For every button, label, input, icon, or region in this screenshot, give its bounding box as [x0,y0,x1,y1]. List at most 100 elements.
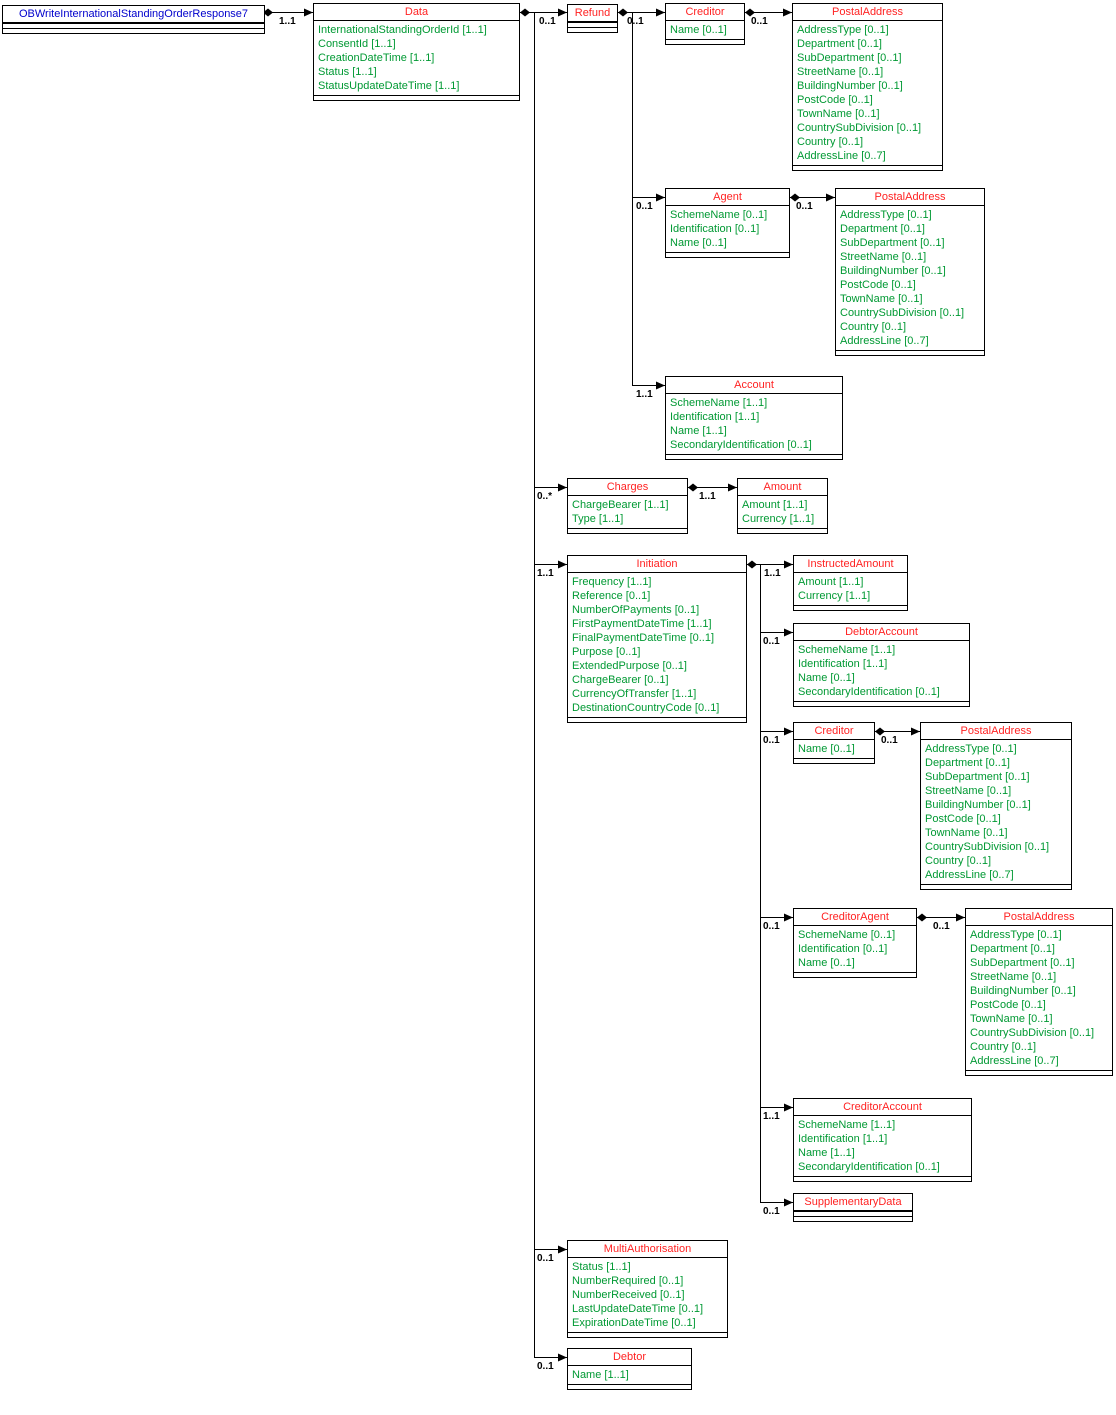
attribute: Frequency [1..1] [572,576,652,588]
attribute: SecondaryIdentification [0..1] [798,1161,940,1173]
class-title: CreditorAccount [794,1099,971,1116]
multiplicity-label: 0..1 [763,636,780,647]
multiplicity-label: 0..1 [933,921,950,932]
class-title: Creditor [666,4,744,21]
attribute: Reference [0..1] [572,590,651,602]
multiplicity-label: 0..1 [796,201,813,212]
empty-compartment [794,701,969,706]
attribute: StreetName [0..1] [797,66,884,78]
empty-compartment [794,605,907,610]
attribute-list: SchemeName [0..1]Identification [0..1]Na… [666,206,789,252]
attribute: Name [0..1] [670,237,727,249]
attribute: FirstPaymentDateTime [1..1] [572,618,712,630]
attribute: AddressType [0..1] [925,743,1017,755]
attribute: Name [0..1] [798,957,855,969]
attribute-list: SchemeName [1..1]Identification [1..1]Na… [794,1116,971,1176]
attribute: AddressLine [0..7] [840,335,929,347]
attribute: BuildingNumber [0..1] [925,799,1031,811]
attribute: NumberReceived [0..1] [572,1289,685,1301]
attribute: Status [1..1] [572,1261,631,1273]
attribute-list: Name [0..1] [794,740,874,758]
attribute: StreetName [0..1] [840,251,927,263]
class-box-creditor: Creditor Name [0..1] [665,3,745,45]
attribute: Country [0..1] [840,321,907,333]
multiplicity-label: 0..1 [763,921,780,932]
attribute: NumberRequired [0..1] [572,1275,684,1287]
attribute-list: AddressType [0..1]Department [0..1]SubDe… [921,740,1071,884]
class-title: SupplementaryData [794,1194,912,1211]
class-title: OBWriteInternationalStandingOrderRespons… [3,6,264,23]
attribute: StreetName [0..1] [925,785,1012,797]
multiplicity-label: 1..1 [764,568,781,579]
attribute: PostCode [0..1] [970,999,1046,1011]
class-box-creditor: Creditor Name [0..1] [793,722,875,764]
attribute: Name [1..1] [572,1369,629,1381]
attribute: Department [0..1] [797,38,882,50]
attribute: Country [0..1] [925,855,992,867]
class-box-debtoraccount: DebtorAccount SchemeName [1..1]Identific… [793,623,970,707]
attribute-list: Status [1..1] NumberRequired [0..1] Number… [568,1258,727,1332]
attribute: Name [1..1] [798,1147,855,1159]
class-box-postaladdress: PostalAddress AddressType [0..1]Departme… [835,188,985,356]
class-box-creditoragent: CreditorAgent SchemeName [0..1]Identific… [793,908,917,978]
empty-compartment [794,972,916,977]
empty-compartment [314,95,519,100]
class-title: Initiation [568,556,746,573]
attribute: PostCode [0..1] [925,813,1001,825]
class-title: PostalAddress [836,189,984,206]
empty-compartment [794,758,874,763]
attribute-list: SchemeName [1..1]Identification [1..1]Na… [794,641,969,701]
attribute-list: Name [0..1] [666,21,744,39]
class-box-data: Data InternationalStandingOrderId [1..1]… [313,3,520,101]
multiplicity-label: 0..1 [537,1253,554,1264]
attribute: BuildingNumber [0..1] [797,80,903,92]
attribute: AddressType [0..1] [970,929,1062,941]
attribute: TownName [0..1] [797,108,880,120]
attribute: InternationalStandingOrderId [1..1] [318,24,487,36]
arrowhead-icons [304,8,965,1362]
attribute: TownName [0..1] [840,293,923,305]
empty-compartment [921,884,1071,889]
attribute: Amount [1..1] [798,576,864,588]
attribute: Country [0..1] [970,1041,1037,1053]
attribute: Identification [0..1] [670,223,760,235]
attribute: TownName [0..1] [925,827,1008,839]
class-title: CreditorAgent [794,909,916,926]
attribute: PostCode [0..1] [840,279,916,291]
empty-compartment [3,28,264,33]
attribute: Identification [1..1] [670,411,760,423]
empty-compartment [794,1216,912,1221]
multiplicity-label: 0..1 [627,16,644,27]
attribute: SubDepartment [0..1] [840,237,945,249]
attribute: SubDepartment [0..1] [970,957,1075,969]
attribute-list: Amount [1..1]Currency [1..1] [794,573,907,605]
attribute: StreetName [0..1] [970,971,1057,983]
multiplicity-label: 0..1 [763,735,780,746]
empty-compartment [666,454,842,459]
attribute: DestinationCountryCode [0..1] [572,702,720,714]
attribute: AddressLine [0..7] [970,1055,1059,1067]
multiplicity-label: 0..1 [537,1361,554,1372]
attribute: BuildingNumber [0..1] [970,985,1076,997]
multiplicity-label: 0..1 [539,16,556,27]
empty-compartment [966,1070,1112,1075]
attribute: ConsentId [1..1] [318,38,396,50]
attribute: SchemeName [1..1] [798,1119,896,1131]
empty-compartment [3,23,264,28]
multiplicity-label: 1..1 [699,491,716,502]
empty-compartment [794,1211,912,1216]
attribute: ExtendedPurpose [0..1] [572,660,687,672]
aggregation-diamond-icons [263,8,927,922]
class-box-postaladdress: PostalAddress AddressType [0..1]Departme… [965,908,1113,1076]
attribute: FinalPaymentDateTime [0..1] [572,632,715,644]
class-box-account: Account SchemeName [1..1]Identification … [665,376,843,460]
class-title: Creditor [794,723,874,740]
attribute: Country [0..1] [797,136,864,148]
empty-compartment [793,165,942,170]
class-box-charges: Charges ChargeBearer [1..1]Type [1..1] [567,478,688,534]
attribute: Department [0..1] [925,757,1010,769]
attribute: SubDepartment [0..1] [797,52,902,64]
attribute: NumberOfPayments [0..1] [572,604,700,616]
